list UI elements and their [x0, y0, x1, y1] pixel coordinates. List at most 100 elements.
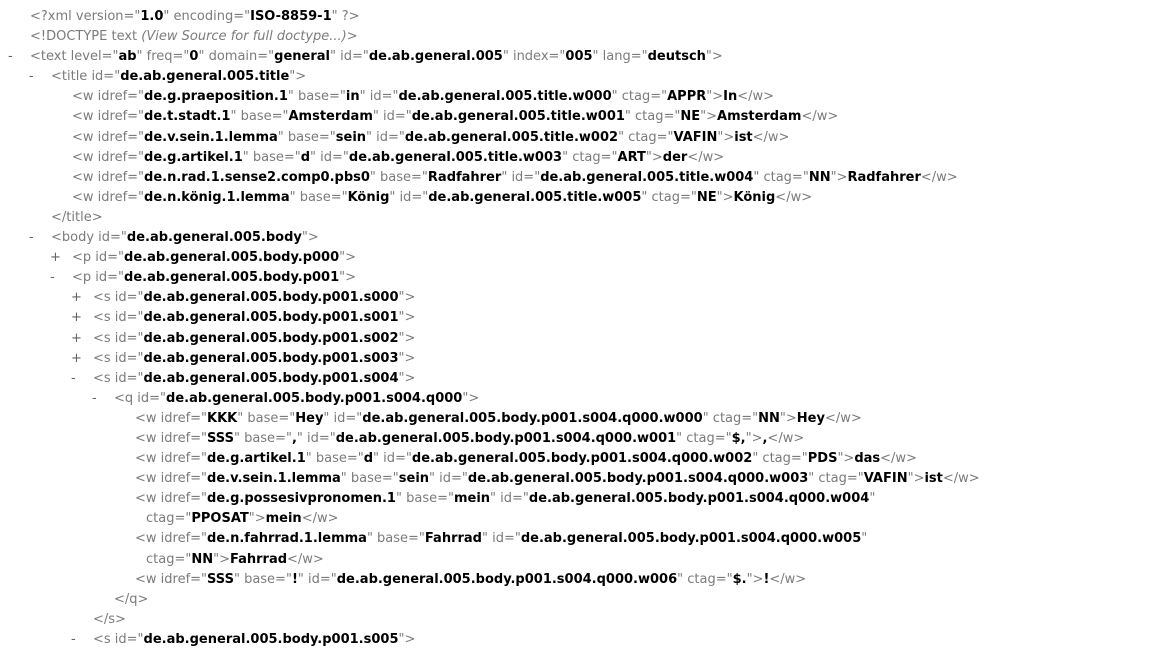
expand-toggle[interactable]: +	[71, 310, 82, 326]
xml-markup: ">	[248, 511, 266, 527]
expand-toggle[interactable]: +	[50, 250, 61, 266]
xml-attr-value: PPOSAT	[191, 511, 249, 527]
xml-attr-value: de.ab.general.005.title	[120, 69, 290, 85]
xml-markup: " id="	[373, 451, 412, 467]
xml-markup: " id="	[310, 149, 349, 165]
xml-line: -<p id="de.ab.general.005.body.p001">	[0, 268, 1169, 288]
xml-attr-value: Fahrrad	[424, 531, 482, 547]
xml-markup: <s id="	[93, 631, 144, 647]
xml-markup: <s id="	[93, 350, 144, 366]
xml-line: <w idref="de.v.sein.1.lemma" base="sein"…	[0, 128, 1169, 148]
xml-attr-value: $.	[732, 571, 747, 587]
xml-attr-value: de.ab.general.005.body.p001.s004.q000.w0…	[411, 451, 753, 467]
xml-line: +<s id="de.ab.general.005.body.p001.s002…	[0, 329, 1169, 349]
xml-attr-value: de.n.rad.1.sense2.comp0.pbs0	[144, 169, 370, 185]
xml-markup: <s id="	[93, 370, 144, 386]
xml-attr-value: de.t.stadt.1	[144, 109, 231, 125]
xml-markup: ">	[398, 290, 416, 306]
xml-markup: " base="	[233, 430, 292, 446]
xml-attr-value: PDS	[807, 451, 838, 467]
xml-markup: <!DOCTYPE text	[30, 29, 142, 45]
xml-attr-value: NN	[808, 169, 831, 185]
xml-markup: <w idref="	[135, 471, 208, 487]
xml-markup: <w idref="	[135, 491, 208, 507]
collapse-toggle[interactable]: -	[8, 49, 13, 65]
xml-text-content: Amsterdam	[717, 109, 802, 125]
xml-attr-value: de.ab.general.005.body.p001.s002	[143, 330, 399, 346]
xml-markup: " id="	[501, 169, 541, 185]
xml-attr-value: König	[347, 189, 390, 205]
xml-text-content: In	[723, 89, 738, 105]
xml-attr-value: !	[291, 571, 298, 587]
xml-markup: </w>	[687, 149, 725, 165]
expand-toggle[interactable]: +	[71, 290, 82, 306]
xml-attr-value: ART	[617, 149, 646, 165]
xml-attr-value: d	[363, 451, 374, 467]
xml-attr-value: de.n.fahrrad.1.lemma	[207, 531, 367, 547]
xml-markup: ">	[462, 390, 480, 406]
xml-markup: " id="	[389, 189, 429, 205]
xml-attr-value: 0	[189, 49, 199, 65]
xml-line: <w idref="SSS" base="," id="de.ab.genera…	[0, 429, 1169, 449]
xml-markup: ">	[301, 230, 319, 246]
xml-markup: <w idref="	[135, 430, 208, 446]
xml-attr-value: de.g.praeposition.1	[144, 89, 288, 105]
xml-line: <!DOCTYPE text (View Source for full doc…	[0, 27, 1169, 47]
xml-markup: </s>	[93, 611, 126, 627]
xml-markup: ">	[339, 250, 357, 266]
xml-attr-value: de.ab.general.005.body.p000	[124, 250, 340, 266]
xml-text-content: Radfahrer	[847, 169, 921, 185]
expand-toggle[interactable]: +	[71, 330, 82, 346]
xml-markup: ">	[398, 350, 416, 366]
xml-markup: </w>	[801, 109, 839, 125]
xml-markup: </w>	[769, 571, 807, 587]
xml-line: <w idref="de.n.rad.1.sense2.comp0.pbs0 " …	[0, 168, 1169, 188]
xml-attr-value: de.v.sein.1.lemma	[207, 471, 341, 487]
collapse-toggle[interactable]: -	[71, 631, 76, 647]
collapse-toggle[interactable]: -	[29, 230, 34, 246]
xml-line: -<q id="de.ab.general.005.body.p001.s004…	[0, 389, 1169, 409]
xml-markup: <w idref="	[72, 169, 145, 185]
xml-line: +<s id="de.ab.general.005.body.p001.s003…	[0, 349, 1169, 369]
xml-text-content: Hey	[796, 410, 825, 426]
xml-attr-value: ab	[118, 49, 137, 65]
collapse-toggle[interactable]: -	[92, 390, 97, 406]
collapse-toggle[interactable]: -	[50, 270, 55, 286]
xml-markup: " ctag="	[702, 410, 759, 426]
xml-attr-value: de.ab.general.005.title.w000	[398, 89, 612, 105]
xml-attr-value: deutsch	[647, 49, 706, 65]
xml-line: </title>	[0, 208, 1169, 228]
xml-markup: <w idref="	[135, 410, 208, 426]
xml-attr-value: de.ab.general.005.body.p001.s004.q000.w0…	[336, 571, 678, 587]
xml-line: <w idref="de.g.praeposition.1" base="in"…	[0, 87, 1169, 107]
xml-markup: </w>	[824, 410, 862, 426]
xml-markup: >	[346, 29, 358, 45]
xml-markup: </w>	[942, 471, 980, 487]
xml-line: </s>	[0, 610, 1169, 630]
xml-attr-value: de.ab.general.005.body.p001.s004.q000.w0…	[520, 531, 862, 547]
expand-toggle[interactable]: +	[71, 350, 82, 366]
collapse-toggle[interactable]: -	[29, 69, 34, 85]
xml-attr-value: de.ab.general.005.title.w001	[411, 109, 625, 125]
xml-line: -<text level="ab" freq="0" domain="gener…	[0, 47, 1169, 67]
xml-markup: " base="	[230, 109, 289, 125]
xml-attr-value: de.ab.general.005.body.p001.s004.q000.w0…	[528, 491, 870, 507]
xml-markup: " base="	[287, 89, 346, 105]
xml-markup: </q>	[114, 591, 149, 607]
xml-markup: " base="	[233, 571, 292, 587]
xml-markup: " base="	[395, 491, 454, 507]
xml-attr-value: de.ab.general.005.body.p001.s004.q000.w0…	[467, 471, 809, 487]
xml-markup: <p id="	[72, 270, 125, 286]
xml-markup: " base="	[305, 451, 364, 467]
xml-attr-value: ,	[291, 430, 297, 446]
xml-markup: " id="	[366, 129, 405, 145]
xml-markup: " index="	[502, 49, 566, 65]
xml-attr-value: de.ab.general.005.body.p001.s004.q000.w0…	[362, 410, 703, 426]
xml-markup: <w idref="	[135, 571, 208, 587]
xml-attr-value: de.ab.general.005.title.w004	[540, 169, 754, 185]
collapse-toggle[interactable]: -	[71, 370, 76, 386]
xml-line: -<s id="de.ab.general.005.body.p001.s004…	[0, 369, 1169, 389]
xml-line: +<s id="de.ab.general.005.body.p001.s000…	[0, 288, 1169, 308]
xml-attr-value: de.ab.general.005.title.w005	[428, 189, 642, 205]
xml-attr-value: de.n.könig.1.lemma	[144, 189, 290, 205]
